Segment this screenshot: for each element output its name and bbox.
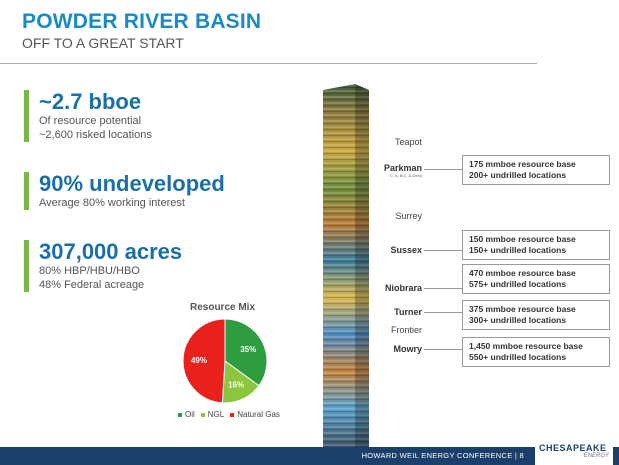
resource-box-turner: 375 mmboe resource base 300+ undrilled l…	[462, 300, 610, 330]
company-logo: CHESAPEAKE ENERGY	[535, 441, 613, 465]
stat-detail: 48% Federal acreage	[39, 279, 145, 291]
resource-base: 175 mmboe resource base	[469, 159, 576, 169]
header-divider	[0, 63, 537, 64]
stat-resource-potential: ~2.7 bboe Of resource potential ~2,600 r…	[24, 90, 152, 142]
legend-label: Oil	[185, 410, 195, 419]
logo-name: CHESAPEAKE	[539, 443, 607, 453]
connector-line	[424, 169, 462, 170]
stat-undeveloped: 90% undeveloped Average 80% working inte…	[24, 172, 225, 210]
pie-slice-label: 16%	[228, 381, 244, 390]
formation-turner: Turner	[394, 307, 422, 317]
formation-teapot: Teapot	[394, 137, 422, 147]
undrilled-locations: 200+ undrilled locations	[469, 170, 567, 180]
resource-mix-pie-chart: 35% 16% 49%	[182, 318, 268, 404]
formation-label: Parkman	[383, 163, 422, 173]
chart-legend: Oil NGL Natural Gas	[178, 410, 280, 419]
formation-mowry: Mowry	[393, 344, 422, 354]
stat-acres: 307,000 acres 80% HBP/HBU/HBO 48% Federa…	[24, 240, 182, 292]
legend-item-natural-gas: Natural Gas	[230, 410, 280, 419]
undrilled-locations: 575+ undrilled locations	[469, 279, 567, 289]
undrilled-locations: 550+ undrilled locations	[469, 352, 567, 362]
connector-line	[424, 349, 462, 350]
resource-box-mowry: 1,450 mmboe resource base 550+ undrilled…	[462, 337, 610, 367]
footer-bar: HOWARD WEIL ENERGY CONFERENCE | 8	[0, 447, 619, 465]
logo-subtitle: ENERGY	[583, 453, 609, 459]
stat-value: 90% undeveloped	[39, 171, 225, 196]
connector-line	[424, 250, 462, 251]
pie-slice-oil	[224, 318, 268, 387]
core-log-column	[323, 84, 369, 452]
legend-label: NGL	[207, 410, 225, 419]
resource-base: 470 mmboe resource base	[469, 268, 576, 278]
stat-detail: ~2,600 risked locations	[39, 129, 152, 141]
stat-detail: 80% HBP/HBU/HBO	[39, 265, 140, 277]
page-title: POWDER RIVER BASIN	[22, 10, 262, 33]
formation-sublabel: C, A, B/C, & Deep	[389, 173, 422, 178]
undrilled-locations: 300+ undrilled locations	[469, 315, 567, 325]
footer-text: HOWARD WEIL ENERGY CONFERENCE | 8	[361, 451, 524, 460]
pie-slice-natural-gas	[182, 318, 226, 404]
pie-slice-label: 49%	[191, 356, 207, 365]
pie-slice-label: 35%	[240, 345, 256, 354]
legend-label: Natural Gas	[237, 410, 280, 419]
stat-detail: Of resource potential	[39, 115, 142, 127]
legend-item-oil: Oil	[178, 410, 195, 419]
stat-detail: Average 80% working interest	[39, 197, 185, 209]
undrilled-locations: 150+ undrilled locations	[469, 245, 567, 255]
formation-frontier: Frontier	[390, 325, 422, 335]
resource-base: 1,450 mmboe resource base	[469, 341, 583, 351]
legend-item-ngl: NGL	[200, 410, 225, 419]
connector-line	[424, 312, 462, 313]
stat-value: 307,000 acres	[39, 239, 183, 264]
core-log-image	[323, 84, 369, 452]
chart-title: Resource Mix	[190, 302, 256, 313]
formation-niobrara: Niobrara	[384, 283, 422, 293]
resource-box-sussex: 150 mmboe resource base 150+ undrilled l…	[462, 230, 610, 260]
resource-box-niobrara: 470 mmboe resource base 575+ undrilled l…	[462, 264, 610, 294]
resource-box-parkman: 175 mmboe resource base 200+ undrilled l…	[462, 155, 610, 185]
formation-sussex: Sussex	[390, 245, 422, 255]
connector-line	[424, 288, 462, 289]
formation-parkman: Parkman C, A, B/C, & Deep	[370, 163, 422, 178]
stat-value: ~2.7 bboe	[39, 89, 142, 114]
resource-base: 150 mmboe resource base	[469, 234, 576, 244]
formation-surrey: Surrey	[395, 211, 422, 221]
resource-base: 375 mmboe resource base	[469, 304, 576, 314]
page-subtitle: OFF TO A GREAT START	[22, 35, 184, 51]
